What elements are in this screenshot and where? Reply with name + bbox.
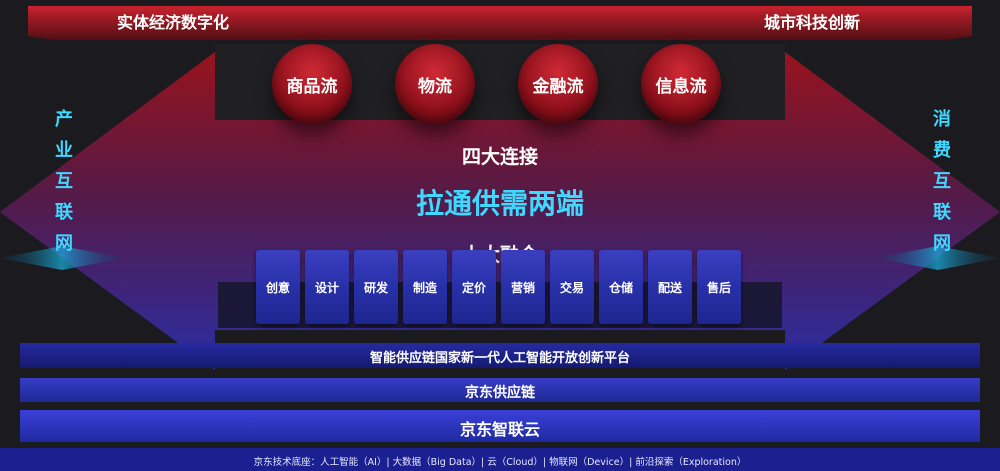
flow-finance: 金融流 bbox=[518, 44, 598, 124]
connections-title: 四大连接 bbox=[461, 146, 538, 168]
top-right-label: 城市科技创新 bbox=[764, 13, 861, 32]
platform-band bbox=[20, 343, 980, 368]
fusion-item-manufacturing: 制造 bbox=[403, 250, 447, 324]
right-platform bbox=[876, 246, 1000, 270]
top-banner bbox=[28, 6, 972, 40]
fusion-item-creativity: 创意 bbox=[256, 250, 300, 324]
fusion-item-delivery: 配送 bbox=[648, 250, 692, 324]
supply-chain-band bbox=[20, 378, 980, 402]
left-platform bbox=[0, 246, 124, 270]
flow-information: 信息流 bbox=[641, 44, 721, 124]
top-left-label: 实体经济数字化 bbox=[117, 13, 230, 32]
headline: 拉通供需两端 bbox=[415, 187, 584, 220]
flow-logistics: 物流 bbox=[395, 44, 475, 124]
fusion-item-rnd: 研发 bbox=[354, 250, 398, 324]
right-side-label: 消 费 互 联 网 bbox=[933, 109, 951, 254]
fusion-item-warehousing: 仓储 bbox=[599, 250, 643, 324]
cloud-label: 京东智联云 bbox=[459, 420, 540, 439]
tech-foundation-footer: 京东技术底座：人工智能（AI）| 大数据（Big Data）| 云（Cloud）… bbox=[253, 457, 747, 468]
fusion-item-marketing: 营销 bbox=[501, 250, 545, 324]
fusion-item-trading: 交易 bbox=[550, 250, 594, 324]
platform-label: 智能供应链国家新一代人工智能开放创新平台 bbox=[369, 351, 630, 366]
supply-chain-label: 京东供应链 bbox=[465, 385, 535, 401]
footer-band bbox=[0, 448, 1000, 471]
fusion-item-design: 设计 bbox=[305, 250, 349, 324]
left-side-label: 产 业 互 联 网 bbox=[55, 109, 73, 254]
fusion-item-after-sales: 售后 bbox=[697, 250, 741, 324]
flow-goods: 商品流 bbox=[272, 44, 352, 124]
fusion-title: 十大融合 bbox=[461, 244, 538, 266]
cloud-band bbox=[20, 410, 980, 442]
fusion-item-pricing: 定价 bbox=[452, 250, 496, 324]
